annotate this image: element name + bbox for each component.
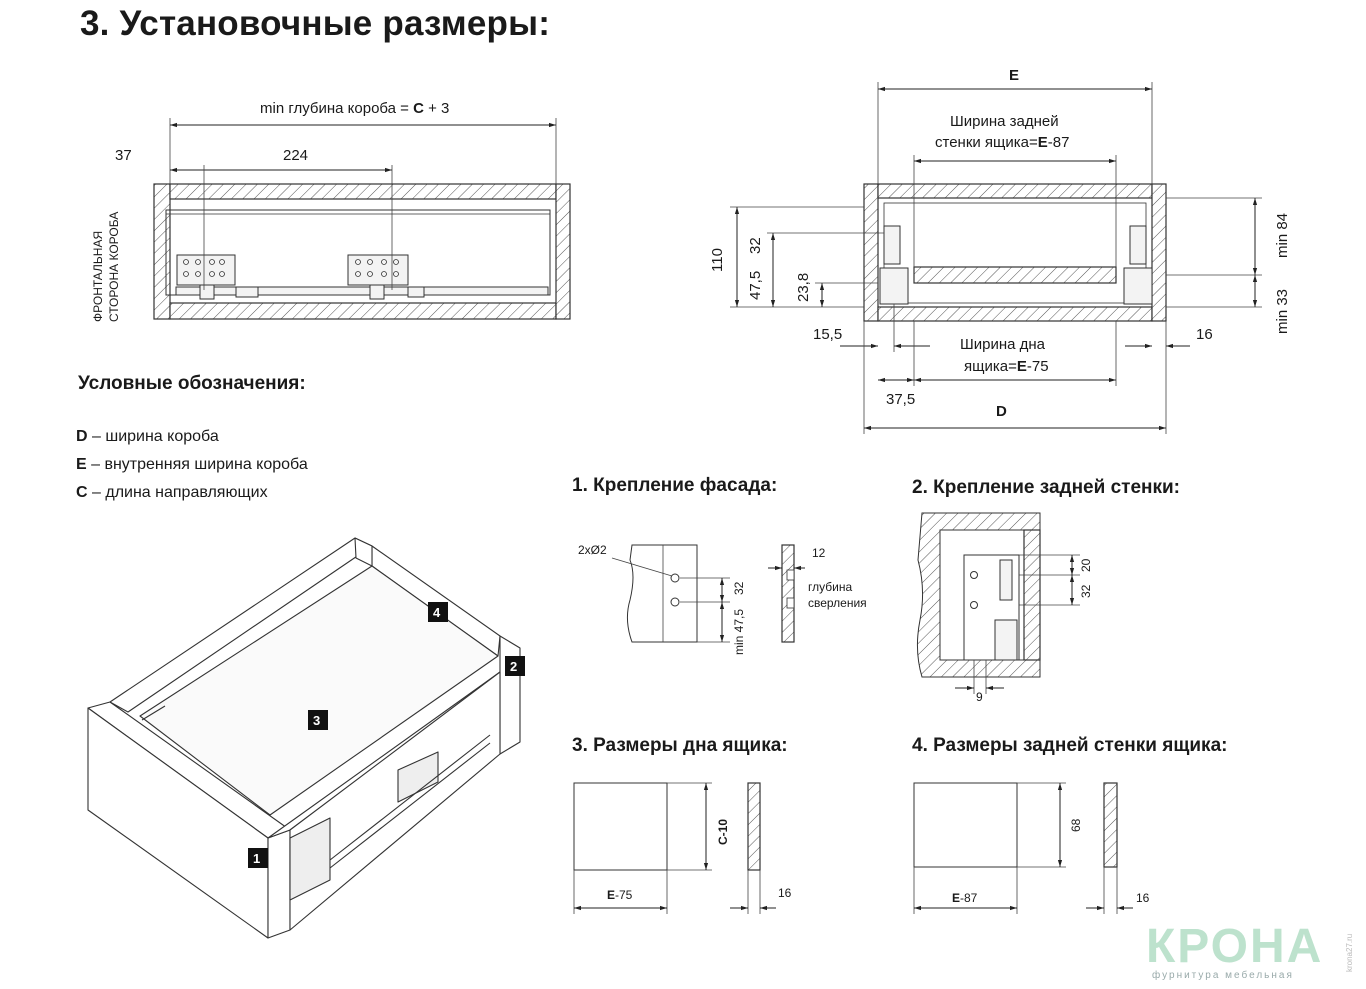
back-wall-height-68: 68 <box>1069 818 1083 832</box>
dim-min-depth: min глубина короба = C + 3 <box>260 100 449 117</box>
dim-15-5: 15,5 <box>813 326 842 343</box>
back-mount-dim-9: 9 <box>976 690 983 704</box>
dim-47-5: 47,5 <box>747 271 764 300</box>
dim-110: 110 <box>709 248 726 272</box>
section-2-title: 2. Крепление задней стенки: <box>912 477 1181 498</box>
runner-bracket-front <box>176 254 259 300</box>
svg-text:3: 3 <box>313 713 320 728</box>
bottom-label-2: ящика=E-75 <box>964 358 1049 375</box>
facade-dim-12: 12 <box>812 546 826 560</box>
page-title: 3. Установочные размеры: <box>80 4 551 43</box>
bottom-thickness-16: 16 <box>778 886 792 900</box>
facade-holes-label: 2xØ2 <box>578 543 607 557</box>
svg-text:2: 2 <box>510 659 517 674</box>
dim-d: D <box>996 403 1007 420</box>
dim-23-8: 23,8 <box>795 273 812 302</box>
dim-32: 32 <box>747 237 764 254</box>
dim-e: E <box>1009 67 1019 84</box>
krona-logo: КРОНА фурнитура мебельная krona27.ru <box>1146 920 1354 981</box>
back-wall-label-2: стенки ящика=E-87 <box>935 134 1069 151</box>
svg-text:КРОНА: КРОНА <box>1146 920 1323 973</box>
iso-tag-4: 4 <box>428 602 448 622</box>
back-wall-label-1: Ширина задней <box>950 113 1059 130</box>
back-wall-thickness-16: 16 <box>1136 891 1150 905</box>
back-mount-dim-32: 32 <box>1079 584 1093 598</box>
svg-text:krona27.ru: krona27.ru <box>1345 934 1354 972</box>
back-mount-dim-20: 20 <box>1079 558 1093 572</box>
legend-item-d: D – ширина короба <box>76 428 219 445</box>
dim-37: 37 <box>115 147 132 164</box>
svg-text:4: 4 <box>433 605 441 620</box>
drill-depth-label-2: сверления <box>808 596 867 610</box>
section-1-title: 1. Крепление фасада: <box>572 475 778 496</box>
back-wall-e-87: E-87 <box>952 891 978 905</box>
legend-item-c: C – длина направляющих <box>76 484 268 501</box>
facade-mount-diagram: 2xØ2 32 min 47,5 12 глубина сверления <box>578 543 867 655</box>
iso-tag-1: 1 <box>248 848 268 868</box>
section-4-title: 4. Размеры задней стенки ящика: <box>912 735 1228 756</box>
drill-depth-label-1: глубина <box>808 580 852 594</box>
svg-text:1: 1 <box>253 851 260 866</box>
drawer-isometric <box>87 537 521 939</box>
front-side-label-2: СТОРОНА КОРОБА <box>107 212 121 322</box>
back-wall-size-diagram: 68 E-87 16 <box>913 782 1150 914</box>
iso-tag-3: 3 <box>308 710 328 730</box>
front-view: E Ширина задней стенки ящика=E-87 110 32… <box>709 67 1291 434</box>
svg-text:фурнитура мебельная: фурнитура мебельная <box>1152 969 1294 981</box>
bottom-c-10: C-10 <box>716 819 730 845</box>
legend-item-e: E – внутренняя ширина короба <box>76 456 308 473</box>
dim-16: 16 <box>1196 326 1213 343</box>
section-3-title: 3. Размеры дна ящика: <box>572 735 788 756</box>
back-wall-mount-diagram: 20 32 9 <box>916 512 1093 704</box>
iso-tag-2: 2 <box>505 656 525 676</box>
legend-heading: Условные обозначения: <box>78 373 306 394</box>
bottom-size-diagram: C-10 E-75 16 <box>573 782 792 914</box>
bottom-label-1: Ширина дна <box>960 336 1046 353</box>
dim-min-84: min 84 <box>1274 213 1291 258</box>
facade-dim-32: 32 <box>732 581 746 595</box>
front-side-label-1: ФРОНТАЛЬНАЯ <box>91 231 105 322</box>
dim-224: 224 <box>283 147 308 164</box>
facade-dim-min47: min 47,5 <box>732 609 746 655</box>
side-view: min глубина короба = C + 3 37 224 ФРОНТА… <box>91 100 571 322</box>
dim-37-5: 37,5 <box>886 391 915 408</box>
bottom-e-75: E-75 <box>607 888 633 902</box>
dim-min-33: min 33 <box>1274 289 1291 334</box>
